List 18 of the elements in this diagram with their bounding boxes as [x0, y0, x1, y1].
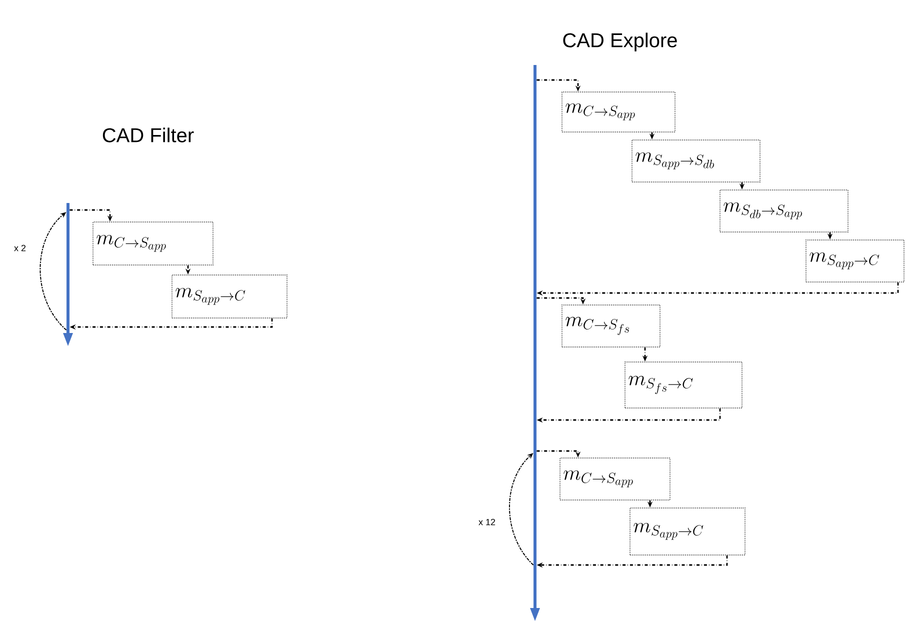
repeat-arrow	[40, 212, 67, 330]
timeline-arrow	[530, 65, 540, 621]
message-box: $m_{C \rightarrow S_{app}}$	[562, 92, 676, 132]
section-title: CAD Explore	[563, 32, 677, 52]
section-title: CAD Filter	[102, 128, 194, 142]
edge-label: x 12	[478, 518, 496, 526]
message-box: $m_{C \rightarrow S_{fs}}$	[562, 304, 660, 348]
repeat-arrow	[509, 453, 534, 566]
timeline-arrow	[63, 203, 73, 346]
message-box: $m_{S_{app} \rightarrow C}$	[630, 508, 746, 556]
message-box: $m_{S_{fs} \rightarrow C}$	[624, 362, 742, 408]
edge-label: x 2	[13, 244, 27, 252]
message-box: $m_{C \rightarrow S_{app}}$	[92, 222, 214, 266]
message-box: $m_{S_{app} \rightarrow C}$	[172, 274, 288, 318]
message-box: $m_{S_{app} \rightarrow C}$	[806, 240, 904, 282]
message-box: $m_{S_{db} \rightarrow S_{app}}$	[720, 190, 848, 232]
message-box: $m_{C \rightarrow S_{app}}$	[560, 458, 670, 500]
message-box: $m_{S_{app} \rightarrow S_{db}}$	[632, 140, 760, 182]
